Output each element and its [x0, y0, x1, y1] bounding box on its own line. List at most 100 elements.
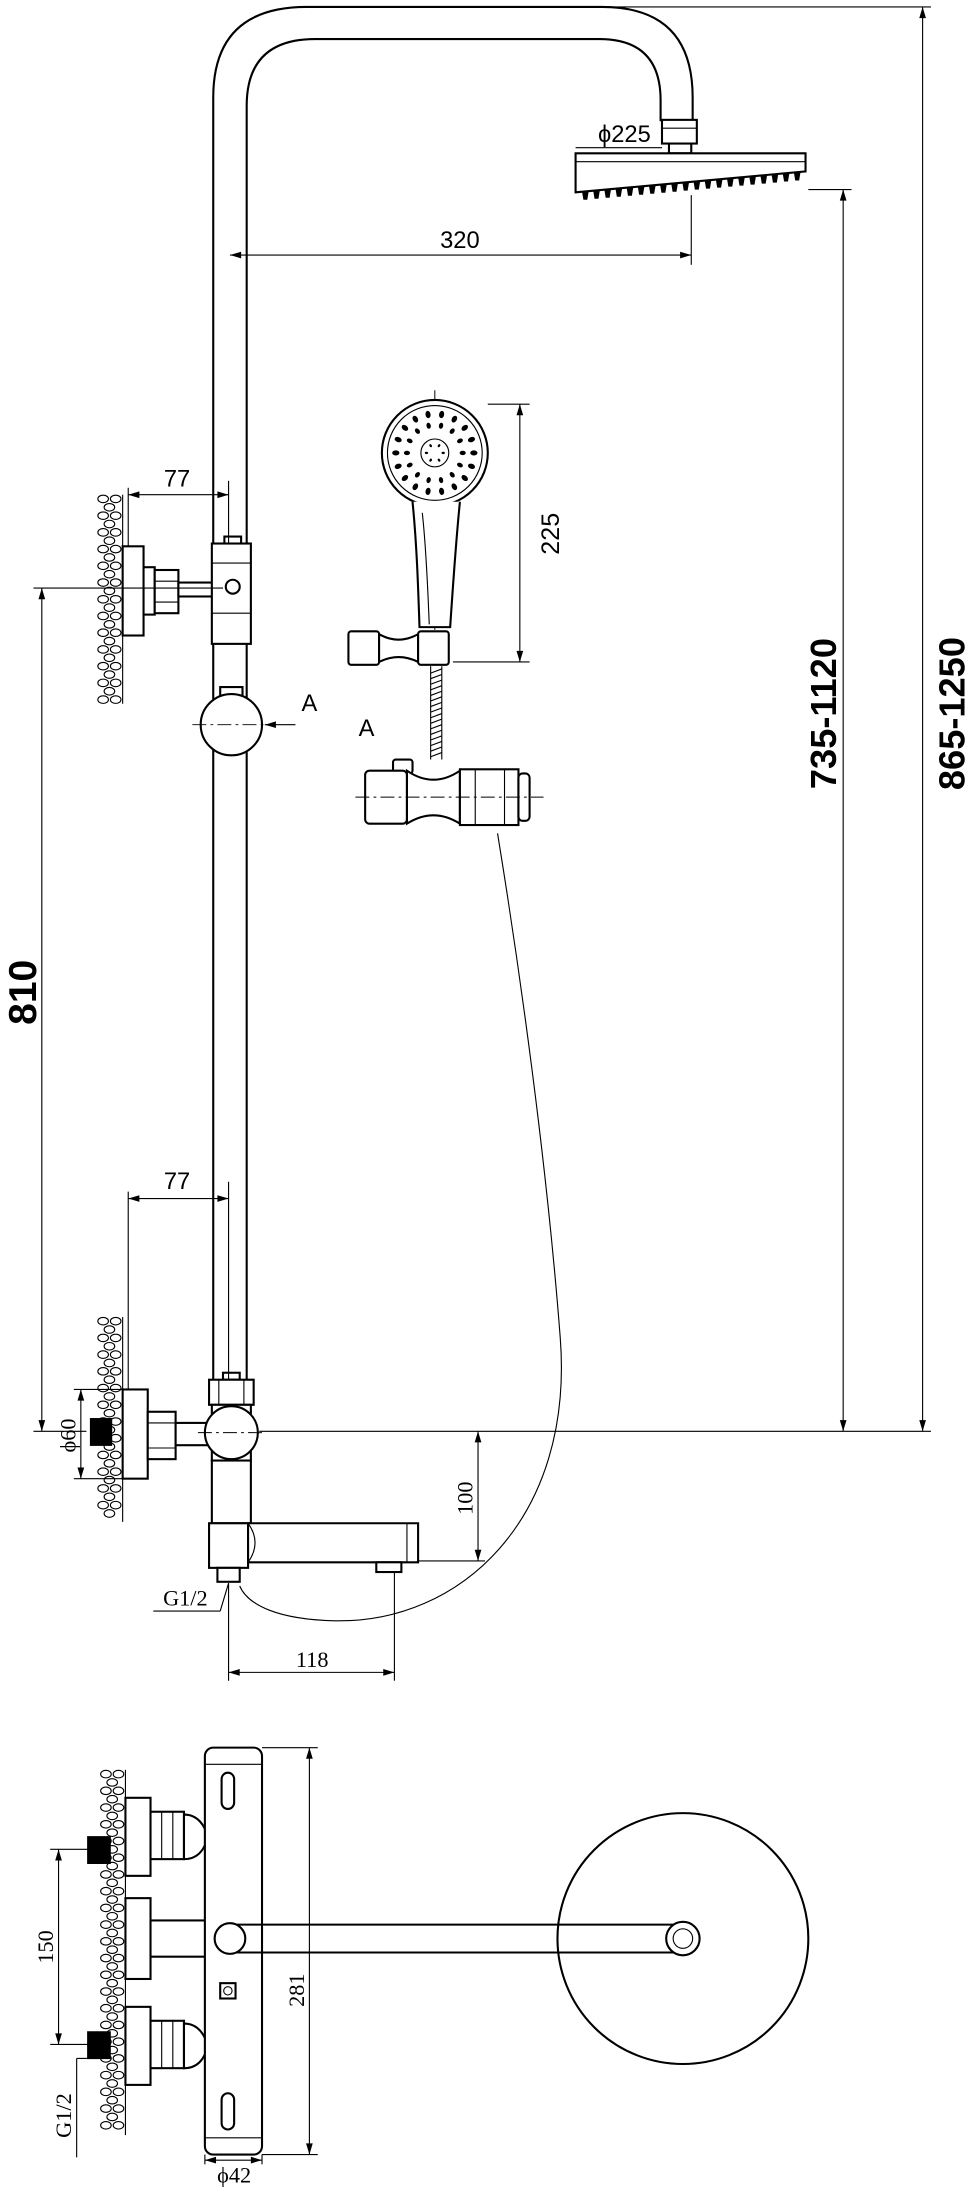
dimension-lines [33, 6, 931, 2165]
wall-pebble [112, 1836, 125, 1846]
eccentric-nut [149, 1810, 186, 1861]
arrowhead [55, 2033, 62, 2045]
spray-nozzle [467, 463, 476, 469]
wall-pebble [109, 1484, 122, 1493]
head-connector [660, 118, 698, 145]
arrowhead [55, 1849, 62, 1861]
wall-pebble [97, 645, 109, 654]
arrowhead [217, 491, 229, 499]
bath-spout [247, 1522, 420, 1564]
wall-pebble [112, 2020, 125, 2030]
hand-shower [347, 390, 489, 760]
bracket-flange [121, 545, 145, 637]
mixer-bottom-thread [216, 1566, 241, 1583]
riser-inner-edge [245, 37, 662, 1380]
arrowhead [383, 1669, 395, 1676]
body-diameter-label: ϕ42 [217, 2162, 251, 2187]
plan-inlet-thread-label: G1/2 [51, 2093, 76, 2138]
wall-texture [97, 1316, 124, 1522]
wall-pebble [112, 2003, 125, 2013]
hand-shower-length-label: 225 [537, 513, 565, 555]
shower-hose [239, 833, 562, 1622]
wall-pebble [100, 1970, 112, 1980]
arrowhead [204, 2156, 217, 2164]
arrowhead [77, 1389, 85, 1401]
arrowhead [516, 404, 524, 416]
spray-nozzle [459, 450, 466, 456]
spray-nozzle [441, 451, 445, 455]
spray-nozzle [425, 487, 431, 495]
hose-hatch-line [430, 713, 442, 719]
wall-pebble [103, 1492, 116, 1502]
arrowhead [680, 251, 692, 259]
hose-hatch-line [430, 679, 442, 685]
riser-outer-edge [212, 5, 694, 1380]
wall-pebble [103, 1341, 116, 1351]
wall-pebble [106, 1895, 119, 1904]
spray-nozzle [449, 428, 455, 434]
arrowhead [474, 1549, 482, 1561]
inlet-diameter-dimension [77, 1389, 85, 1479]
wall-pebble [109, 1350, 122, 1359]
mixer-top-cap [221, 1371, 241, 1381]
arrowhead [250, 2156, 263, 2164]
wall-pebble [103, 653, 116, 663]
spray-nozzle [425, 410, 431, 419]
bracket-arm [149, 1919, 208, 1958]
arrowhead [38, 588, 46, 600]
arrowhead [128, 1195, 140, 1202]
lower-inlet [87, 2005, 209, 2086]
wall-pebble [112, 1903, 125, 1913]
wall-pebble [106, 1945, 119, 1955]
wall-pebble [106, 1861, 119, 1871]
wall-pebble [112, 1786, 125, 1796]
nozzle [581, 191, 589, 200]
spray-nozzle [392, 450, 400, 456]
wall-pebble [106, 2079, 119, 2088]
wall-pebble [106, 1878, 119, 1888]
arrowhead [229, 251, 242, 259]
hose-hatch-line [430, 735, 442, 741]
lower-bracket-offset-label: 77 [164, 1169, 190, 1195]
hose-hatching [430, 668, 442, 758]
wall-pebble [109, 1316, 122, 1326]
extension-line [219, 1583, 230, 1612]
wall-pebble [112, 1803, 125, 1812]
wall-pebble [100, 1920, 112, 1929]
spray-nozzle [461, 474, 468, 482]
spray-nozzle [449, 471, 455, 478]
spray-nozzle [414, 471, 420, 478]
wall-pebble [103, 1475, 116, 1485]
wall-pebble [106, 2012, 119, 2021]
wall-pebble [103, 586, 116, 596]
bracket-neck [142, 566, 156, 616]
arrowhead [919, 1420, 926, 1432]
wall-pebble [103, 686, 116, 696]
wall-pebble [106, 2095, 119, 2105]
spray-nozzle [406, 438, 413, 444]
wall-pebble [97, 594, 109, 604]
mixer-top-nut [208, 1378, 255, 1406]
hand-shower-face [386, 404, 483, 501]
wall-pebble [103, 519, 116, 529]
spray-nozzle [394, 436, 402, 443]
wall-pebble [103, 1459, 116, 1468]
wall-pebble [97, 695, 109, 704]
nozzle [715, 179, 723, 188]
wall-pebble [103, 536, 116, 546]
wall-pebble [109, 561, 122, 571]
total-height-range-label: 865-1250 [931, 637, 970, 790]
wall-pebble [103, 553, 116, 562]
wall-pebble [103, 670, 116, 679]
hose-hatch-line [430, 696, 442, 702]
spray-nozzle [412, 483, 419, 491]
wall-pebble [97, 1400, 109, 1410]
nozzle [782, 173, 790, 182]
handle-inner-line [421, 512, 430, 625]
nozzle [615, 188, 623, 197]
spray-nozzle [439, 487, 445, 495]
holder-waist [378, 632, 420, 664]
nozzle [682, 182, 690, 191]
wall-pebble [109, 678, 122, 688]
arrowhead [919, 6, 926, 19]
